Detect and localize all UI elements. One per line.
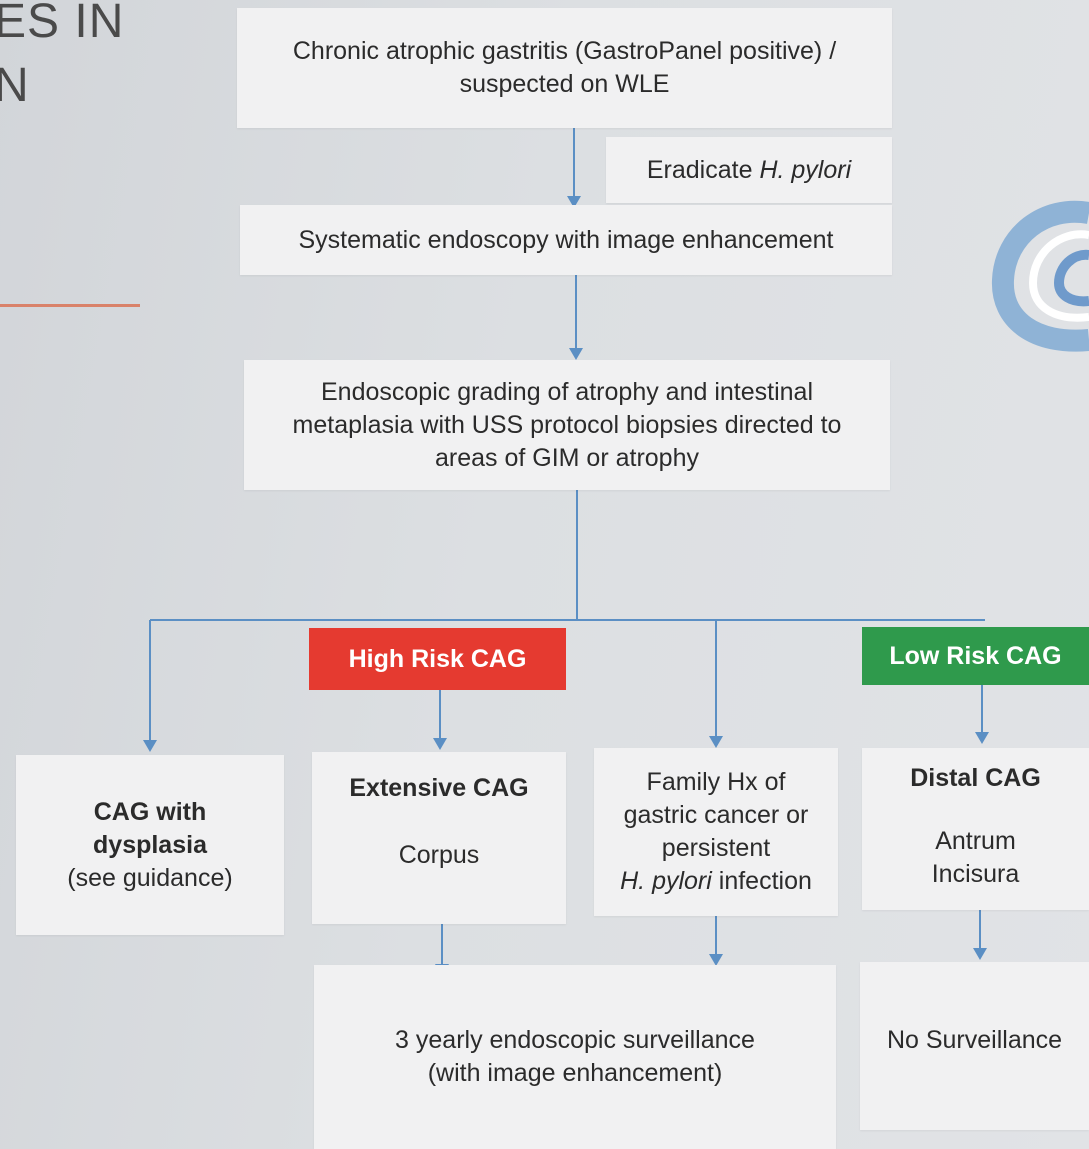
arrowhead-icon bbox=[709, 736, 723, 748]
start-box: Chronic atrophic gastritis (GastroPanel … bbox=[237, 8, 892, 128]
slide-heading-line1: ES IN bbox=[0, 0, 125, 48]
arrowhead-icon bbox=[569, 348, 583, 360]
logo-icon bbox=[991, 200, 1089, 352]
slide-heading-line2: N bbox=[0, 59, 30, 112]
arrowhead-icon bbox=[567, 196, 581, 208]
eradicate-italic: H. pylori bbox=[759, 155, 852, 184]
start-line2: suspected on WLE bbox=[459, 70, 670, 98]
grading-line1: Endoscopic grading of atrophy and intest… bbox=[321, 377, 813, 406]
grading-box: Endoscopic grading of atrophy and intest… bbox=[244, 360, 890, 490]
extensive-title: Extensive CAG bbox=[349, 774, 529, 802]
grading-line2: metaplasia with USS protocol biopsies di… bbox=[292, 410, 842, 439]
dysplasia-line2: dysplasia bbox=[93, 830, 207, 859]
surveillance-line2: (with image enhancement) bbox=[427, 1059, 723, 1087]
low-risk-label: Low Risk CAG bbox=[862, 627, 1089, 685]
no-surveillance-text: No Surveillance bbox=[886, 1026, 1063, 1054]
arrowhead-icon bbox=[973, 948, 987, 960]
family-line4: H. pylori infection bbox=[620, 865, 812, 898]
arrowhead-icon bbox=[433, 738, 447, 750]
high-risk-label: High Risk CAG bbox=[309, 628, 566, 690]
family-line4-italic: H. pylori bbox=[620, 867, 712, 895]
eradicate-text: Eradicate H. pylori bbox=[647, 154, 851, 187]
family-box: Family Hx of gastric cancer or persisten… bbox=[594, 748, 838, 916]
endoscopy-box: Systematic endoscopy with image enhancem… bbox=[240, 205, 892, 275]
surveillance-box: 3 yearly endoscopic surveillance (with i… bbox=[314, 965, 836, 1149]
endoscopy-text: Systematic endoscopy with image enhancem… bbox=[298, 225, 834, 254]
no-surveillance-box: No Surveillance bbox=[860, 962, 1089, 1130]
eradicate-box: Eradicate H. pylori bbox=[606, 137, 892, 203]
eradicate-prefix: Eradicate bbox=[646, 155, 760, 184]
distal-sub1: Antrum bbox=[935, 827, 1016, 855]
start-line1: Chronic atrophic gastritis (GastroPanel … bbox=[292, 37, 837, 65]
extensive-box: Extensive CAG Corpus bbox=[312, 752, 566, 924]
distal-title: Distal CAG bbox=[910, 764, 1041, 792]
family-line3: persistent bbox=[661, 834, 771, 862]
family-line2: gastric cancer or bbox=[623, 801, 809, 829]
surveillance-line1: 3 yearly endoscopic surveillance bbox=[395, 1026, 755, 1054]
family-line4-rest: infection bbox=[711, 867, 812, 895]
arrowhead-icon bbox=[975, 732, 989, 744]
distal-sub2: Incisura bbox=[931, 860, 1020, 888]
extensive-sub: Corpus bbox=[398, 841, 480, 869]
dysplasia-line3: (see guidance) bbox=[67, 863, 233, 892]
dysplasia-line1: CAG with bbox=[93, 797, 207, 826]
grading-line3: areas of GIM or atrophy bbox=[434, 443, 699, 472]
distal-box: Distal CAG Antrum Incisura bbox=[862, 748, 1089, 910]
arrowhead-icon bbox=[709, 954, 723, 966]
accent-divider bbox=[0, 304, 140, 307]
family-line1: Family Hx of bbox=[646, 768, 786, 796]
arrowhead-icon bbox=[143, 740, 157, 752]
dysplasia-box: CAG with dysplasia (see guidance) bbox=[16, 755, 284, 935]
